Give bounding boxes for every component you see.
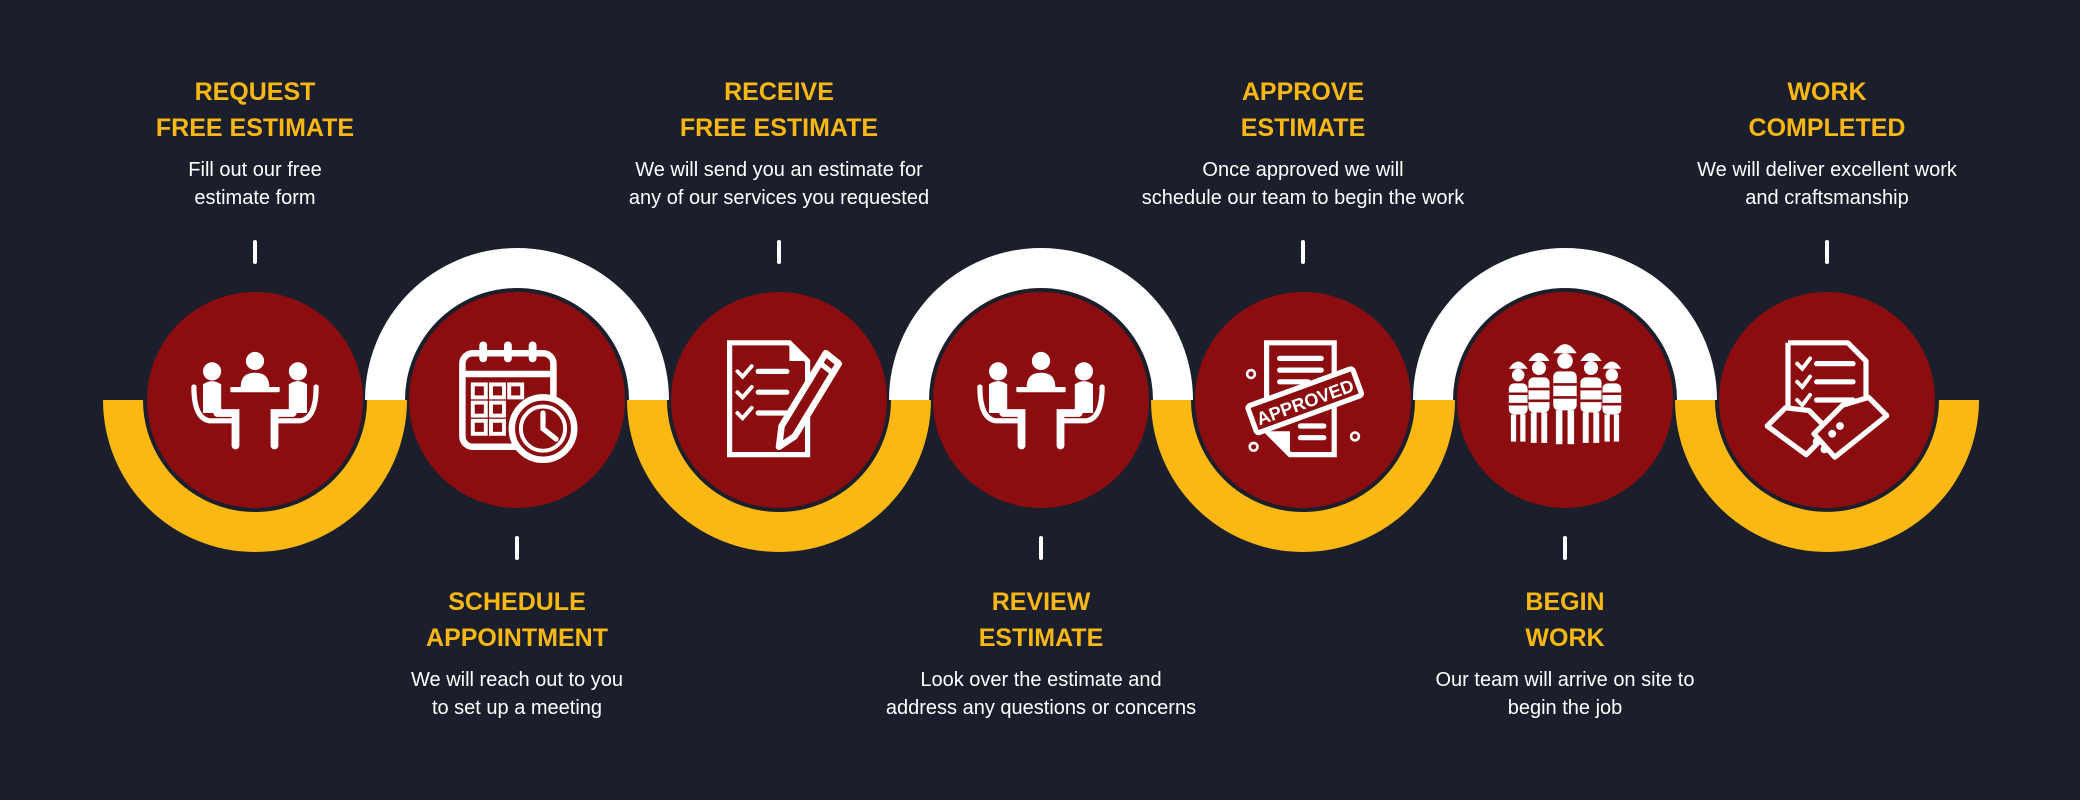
step-title-line: REQUEST [194, 78, 316, 106]
step-title-line: REVIEW [991, 588, 1091, 616]
step-badge [1719, 292, 1935, 508]
step-title-line: APPROVE [1241, 78, 1365, 106]
step-description-line: We will deliver excellent work [1697, 159, 1957, 181]
step-description-line: address any questions or concerns [885, 697, 1197, 719]
step-title-line: FREE ESTIMATE [679, 114, 879, 142]
step-description: We will deliver excellent work and crafts… [1617, 156, 2037, 212]
step-title: SCHEDULE APPOINTMENT [307, 584, 727, 656]
step-description: Our team will arrive on site to begin the… [1355, 666, 1775, 722]
white-arc [889, 248, 1193, 400]
step-description-line: schedule our team to begin the work [1141, 187, 1465, 209]
step-title-line: APPOINTMENT [426, 624, 608, 652]
connector-tick [1563, 536, 1567, 560]
step-3-text: RECEIVE FREE ESTIMATE We will send you an … [569, 74, 989, 212]
step-badge [671, 292, 887, 508]
white-arc [1413, 248, 1717, 400]
calendar-clock-icon [459, 341, 578, 464]
step-description-line: to set up a meeting [431, 697, 603, 719]
step-description: We will reach out to you to set up a meet… [307, 666, 727, 722]
meeting-icon [191, 351, 319, 450]
step-description-line: any of our services you requested [628, 187, 930, 209]
yellow-arc [627, 400, 931, 552]
step-badge [147, 292, 363, 508]
step-title-line: BEGIN [1525, 588, 1605, 616]
step-title-line: RECEIVE [724, 78, 834, 106]
step-description-line: Once approved we will [1202, 159, 1404, 181]
step-description: Look over the estimate and address any qu… [831, 666, 1251, 722]
white-arc [365, 248, 669, 400]
connector-tick [1039, 536, 1043, 560]
connector-tick [777, 240, 781, 264]
connector-tick [1301, 240, 1305, 264]
step-description-line: and craftsmanship [1745, 187, 1909, 209]
step-description-line: Fill out our free [188, 159, 322, 181]
step-7-text: WORK COMPLETED We will deliver excellent w… [1617, 74, 2037, 212]
step-4-text: REVIEW ESTIMATE Look over the estimate and… [831, 584, 1251, 722]
yellow-arc [1675, 400, 1979, 552]
meeting-icon [977, 351, 1105, 450]
step-description-line: Our team will arrive on site to [1435, 669, 1695, 691]
step-title-line: SCHEDULE [448, 588, 586, 616]
step-description-line: Look over the estimate and [920, 669, 1162, 691]
approved-document-icon: APPROVED [1245, 340, 1364, 458]
step-badge [933, 292, 1149, 508]
step-title: APPROVE ESTIMATE [1093, 74, 1513, 146]
step-title-line: WORK [1525, 624, 1605, 652]
step-title: REVIEW ESTIMATE [831, 584, 1251, 656]
step-badge [1457, 292, 1673, 508]
connector-tick [253, 240, 257, 264]
yellow-arc [103, 400, 407, 552]
connector-tick [515, 536, 519, 560]
yellow-arc [1151, 400, 1455, 552]
step-title: WORK COMPLETED [1617, 74, 2037, 146]
step-title: BEGIN WORK [1355, 584, 1775, 656]
workers-icon [1508, 344, 1622, 445]
step-5-text: APPROVE ESTIMATE Once approved we will sche… [1093, 74, 1513, 212]
step-2-text: SCHEDULE APPOINTMENT We will reach out to … [307, 584, 727, 722]
step-badge: APPROVED [1195, 292, 1411, 508]
step-title-line: FREE ESTIMATE [155, 114, 355, 142]
step-title-line: WORK [1787, 78, 1867, 106]
step-description: Once approved we will schedule our team t… [1093, 156, 1513, 212]
step-description-line: We will reach out to you [411, 669, 623, 691]
step-title-line: ESTIMATE [1240, 114, 1366, 142]
step-description: We will send you an estimate for any of o… [569, 156, 989, 212]
step-1-text: REQUEST FREE ESTIMATE Fill out our free est… [45, 74, 465, 212]
step-title-line: COMPLETED [1748, 114, 1906, 142]
step-title-line: ESTIMATE [978, 624, 1104, 652]
step-description-line: estimate form [194, 187, 316, 209]
contract-handshake-icon [1764, 340, 1890, 460]
step-badge [409, 292, 625, 508]
step-description-line: We will send you an estimate for [635, 159, 923, 181]
step-title: RECEIVE FREE ESTIMATE [569, 74, 989, 146]
step-description: Fill out our free estimate form [45, 156, 465, 212]
step-title: REQUEST FREE ESTIMATE [45, 74, 465, 146]
connector-tick [1825, 240, 1829, 264]
document-pen-icon [727, 340, 843, 458]
step-description-line: begin the job [1507, 697, 1623, 719]
step-6-text: BEGIN WORK Our team will arrive on site to… [1355, 584, 1775, 722]
